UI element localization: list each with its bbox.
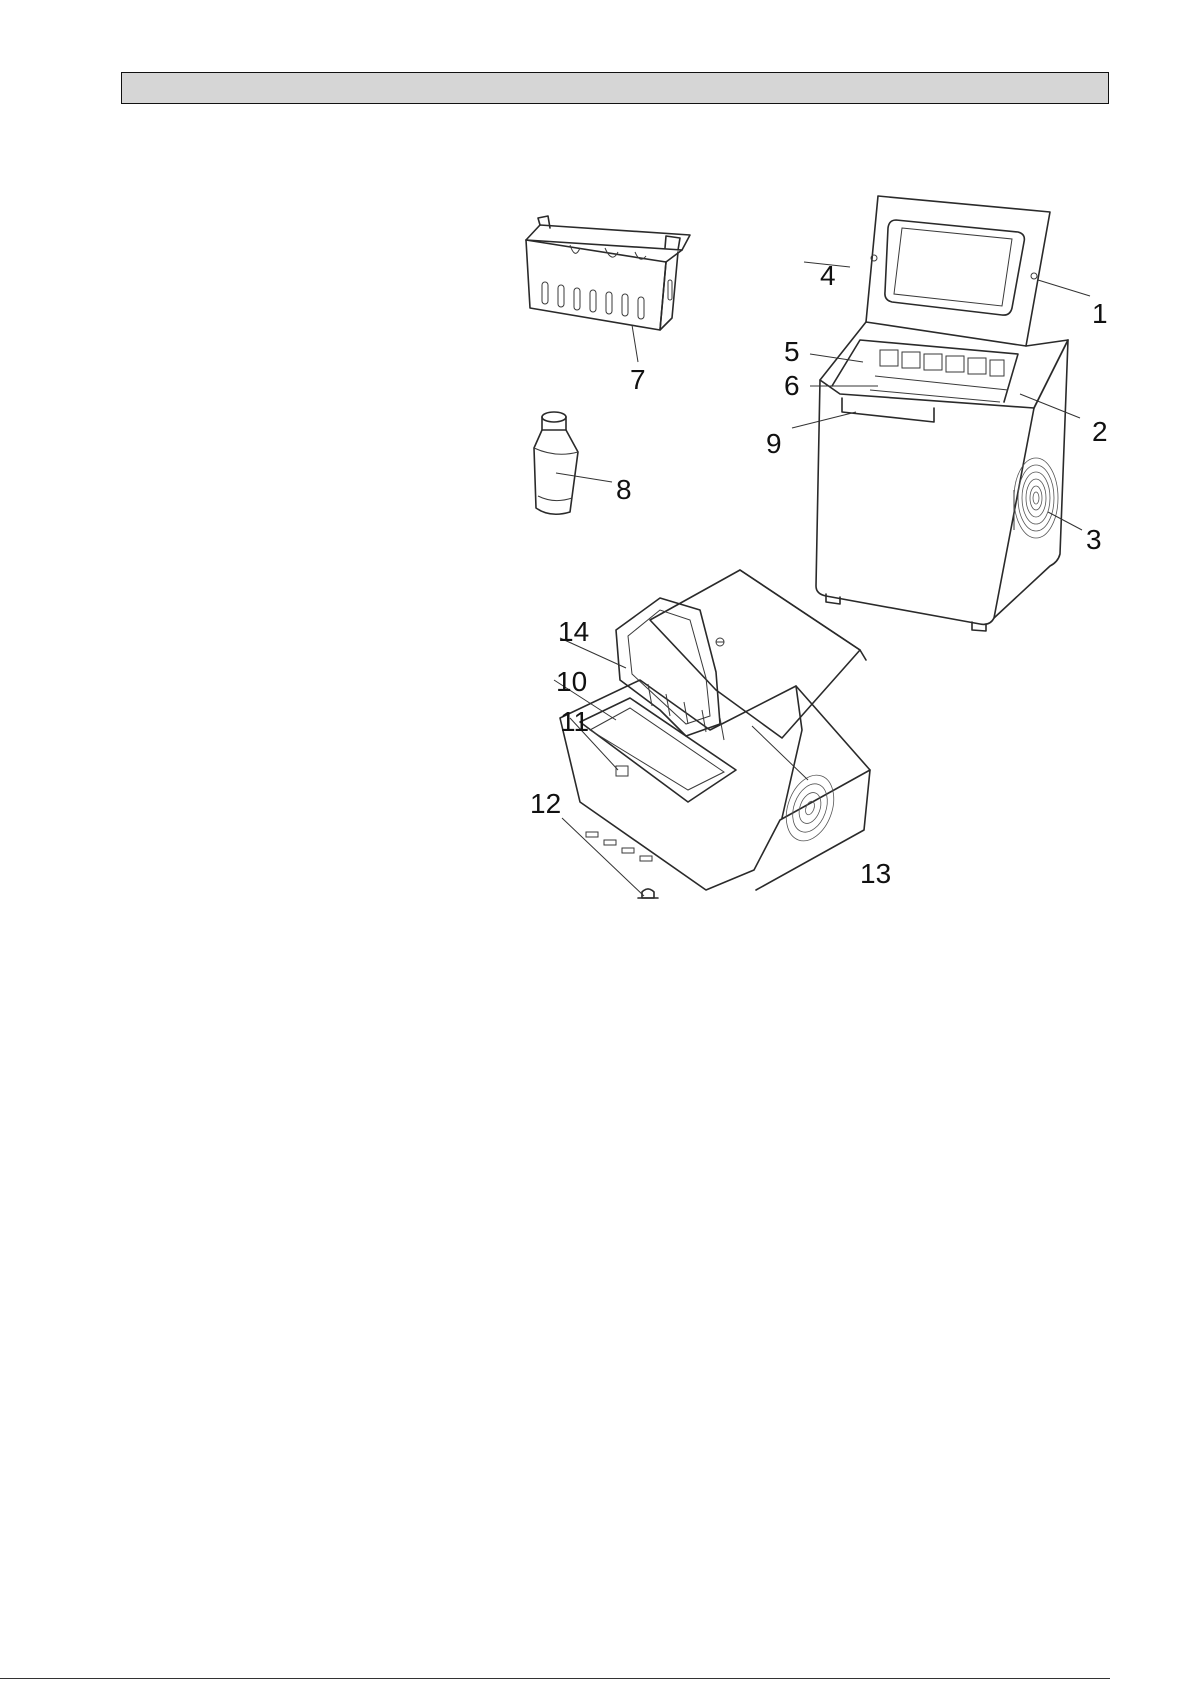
callout-14: 14: [558, 618, 589, 646]
ice-basket-drawing: [526, 216, 690, 362]
callout-9: 9: [766, 430, 782, 458]
section-header-bar: [121, 72, 1109, 104]
callout-11: 11: [560, 708, 589, 736]
callout-5: 5: [784, 338, 800, 366]
product-parts-illustration: 4 1 5 6 7 2 9 8 3 14 10 11 12 13: [520, 190, 1120, 970]
callout-1: 1: [1092, 300, 1108, 328]
shaker-drawing: [534, 412, 612, 514]
callout-2: 2: [1092, 418, 1108, 446]
callout-10: 10: [556, 668, 587, 696]
callout-6: 6: [784, 372, 800, 400]
callout-4: 4: [820, 262, 836, 290]
callout-7: 7: [630, 366, 646, 394]
callout-3: 3: [1086, 526, 1102, 554]
ice-maker-open-drawing: [554, 570, 870, 898]
callout-12: 12: [530, 790, 561, 818]
parts-diagram-svg: [520, 190, 1120, 970]
callout-13: 13: [860, 860, 891, 888]
ice-maker-front-drawing: [792, 196, 1090, 631]
callout-8: 8: [616, 476, 632, 504]
page-footer-rule: [0, 1678, 1110, 1679]
